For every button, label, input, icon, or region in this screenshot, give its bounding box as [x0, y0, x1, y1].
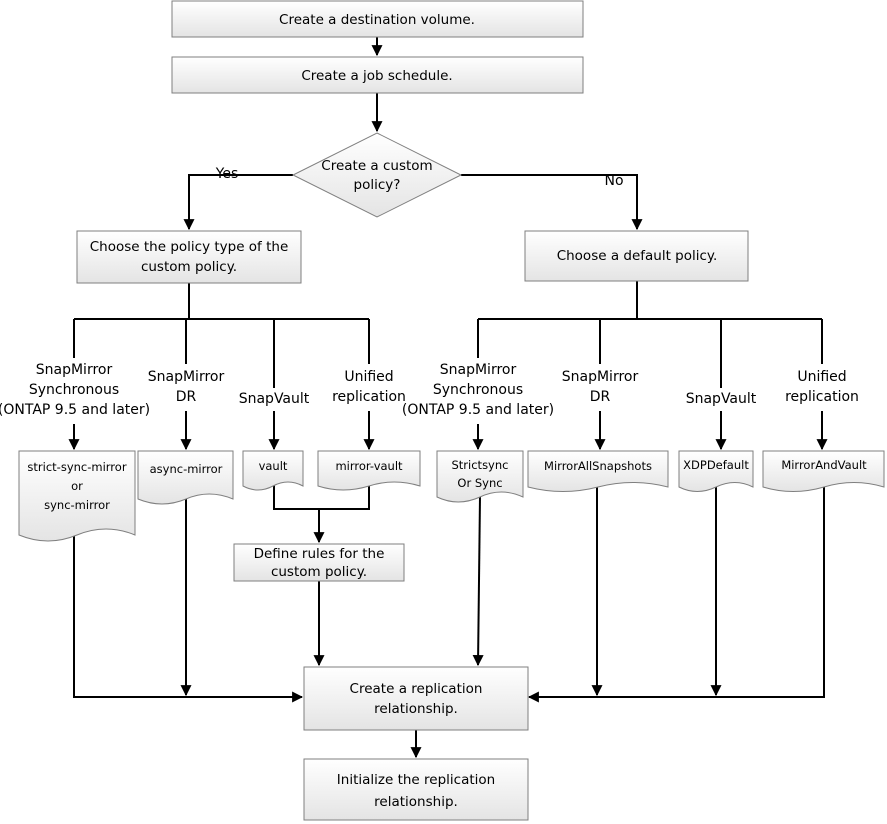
default-sync-label-1: SnapMirror: [440, 362, 517, 378]
define-rules-line-2: custom policy.: [271, 564, 367, 580]
default-dr-label-1: SnapMirror: [562, 369, 639, 385]
custom-sync-label-1: SnapMirror: [36, 362, 113, 378]
process-define-rules: Define rules for the custom policy.: [233, 543, 405, 582]
default-unified-label-2: replication: [785, 389, 859, 405]
choose-type-line-2: custom policy.: [141, 259, 237, 275]
default-type-labels: SnapMirror Synchronous (ONTAP 9.5 and la…: [402, 362, 859, 418]
custom-sync-policy-3: sync-mirror: [44, 498, 110, 512]
default-sync-policy-2: Or Sync: [457, 476, 502, 490]
custom-dr-label-2: DR: [176, 389, 197, 405]
arrow-sync-to-relationship: [73, 526, 304, 703]
create-volume-label: Create a destination volume.: [279, 12, 475, 28]
default-sync-label-3: (ONTAP 9.5 and later): [402, 402, 554, 418]
doc-custom-mirror-vault: mirror-vault: [317, 450, 421, 491]
choose-default-label: Choose a default policy.: [557, 248, 718, 264]
custom-vault-label: SnapVault: [239, 391, 310, 407]
arrow-unified-to-relationship: [527, 487, 825, 703]
create-schedule-label: Create a job schedule.: [301, 68, 452, 84]
default-vault-policy: XDPDefault: [683, 458, 749, 472]
choose-type-line-1: Choose the policy type of the: [90, 239, 289, 255]
define-rules-line-1: Define rules for the: [254, 546, 385, 562]
doc-default-strictsync: Strictsync Or Sync: [436, 450, 524, 503]
custom-type-labels: SnapMirror Synchronous (ONTAP 9.5 and la…: [0, 362, 406, 418]
create-relationship-line-1: Create a replication: [350, 681, 483, 697]
custom-async-policy: async-mirror: [150, 462, 223, 476]
process-choose-policy-type: Choose the policy type of the custom pol…: [76, 230, 302, 284]
process-initialize-relationship: Initialize the replication relationship.: [303, 758, 529, 821]
default-vault-label: SnapVault: [686, 391, 757, 407]
decision-label-line-1: Create a custom: [321, 158, 432, 174]
create-relationship-line-2: relationship.: [374, 701, 458, 717]
process-create-volume: Create a destination volume.: [171, 0, 584, 38]
arrow-strictsync-to-relationship: [472, 496, 484, 667]
arrow-yes-branch: [183, 174, 293, 231]
doc-default-mirrorandvault: MirrorAndVault: [762, 450, 885, 492]
custom-dr-label-1: SnapMirror: [148, 369, 225, 385]
process-create-relationship: Create a replication relationship.: [303, 666, 529, 731]
doc-custom-vault: vault: [242, 450, 304, 491]
initialize-line-1: Initialize the replication: [337, 772, 495, 788]
yes-branch-label: Yes: [215, 166, 239, 182]
default-unified-policy: MirrorAndVault: [781, 458, 867, 472]
custom-sync-label-2: Synchronous: [29, 382, 119, 398]
arrow-no-branch: [461, 174, 643, 231]
custom-mirror-vault-policy: mirror-vault: [335, 459, 403, 473]
default-dr-policy: MirrorAllSnapshots: [544, 459, 652, 473]
doc-custom-async: async-mirror: [137, 450, 234, 505]
default-unified-label-1: Unified: [797, 369, 846, 385]
decision-custom-policy: Create a custom policy?: [291, 132, 463, 218]
line-vault-merge: [273, 484, 370, 510]
custom-unified-label-2: replication: [332, 389, 406, 405]
custom-sync-policy-2: or: [71, 479, 83, 493]
default-dr-label-2: DR: [590, 389, 611, 405]
custom-sync-policy-1: strict-sync-mirror: [27, 460, 126, 474]
initialize-line-2: relationship.: [374, 794, 458, 810]
no-branch-label: No: [604, 173, 623, 189]
process-choose-default-policy: Choose a default policy.: [524, 230, 749, 282]
custom-sync-label-3: (ONTAP 9.5 and later): [0, 402, 150, 418]
default-sync-policy-1: Strictsync: [452, 458, 509, 472]
decision-label-line-2: policy?: [354, 177, 401, 193]
connectors: [68, 37, 828, 759]
doc-default-mirrorall: MirrorAllSnapshots: [527, 450, 669, 492]
custom-unified-label-1: Unified: [344, 369, 393, 385]
process-create-schedule: Create a job schedule.: [171, 56, 584, 94]
custom-vault-policy: vault: [259, 459, 288, 473]
default-sync-label-2: Synchronous: [433, 382, 523, 398]
doc-custom-sync: strict-sync-mirror or sync-mirror: [18, 450, 136, 542]
doc-default-xdpdefault: XDPDefault: [678, 450, 754, 492]
